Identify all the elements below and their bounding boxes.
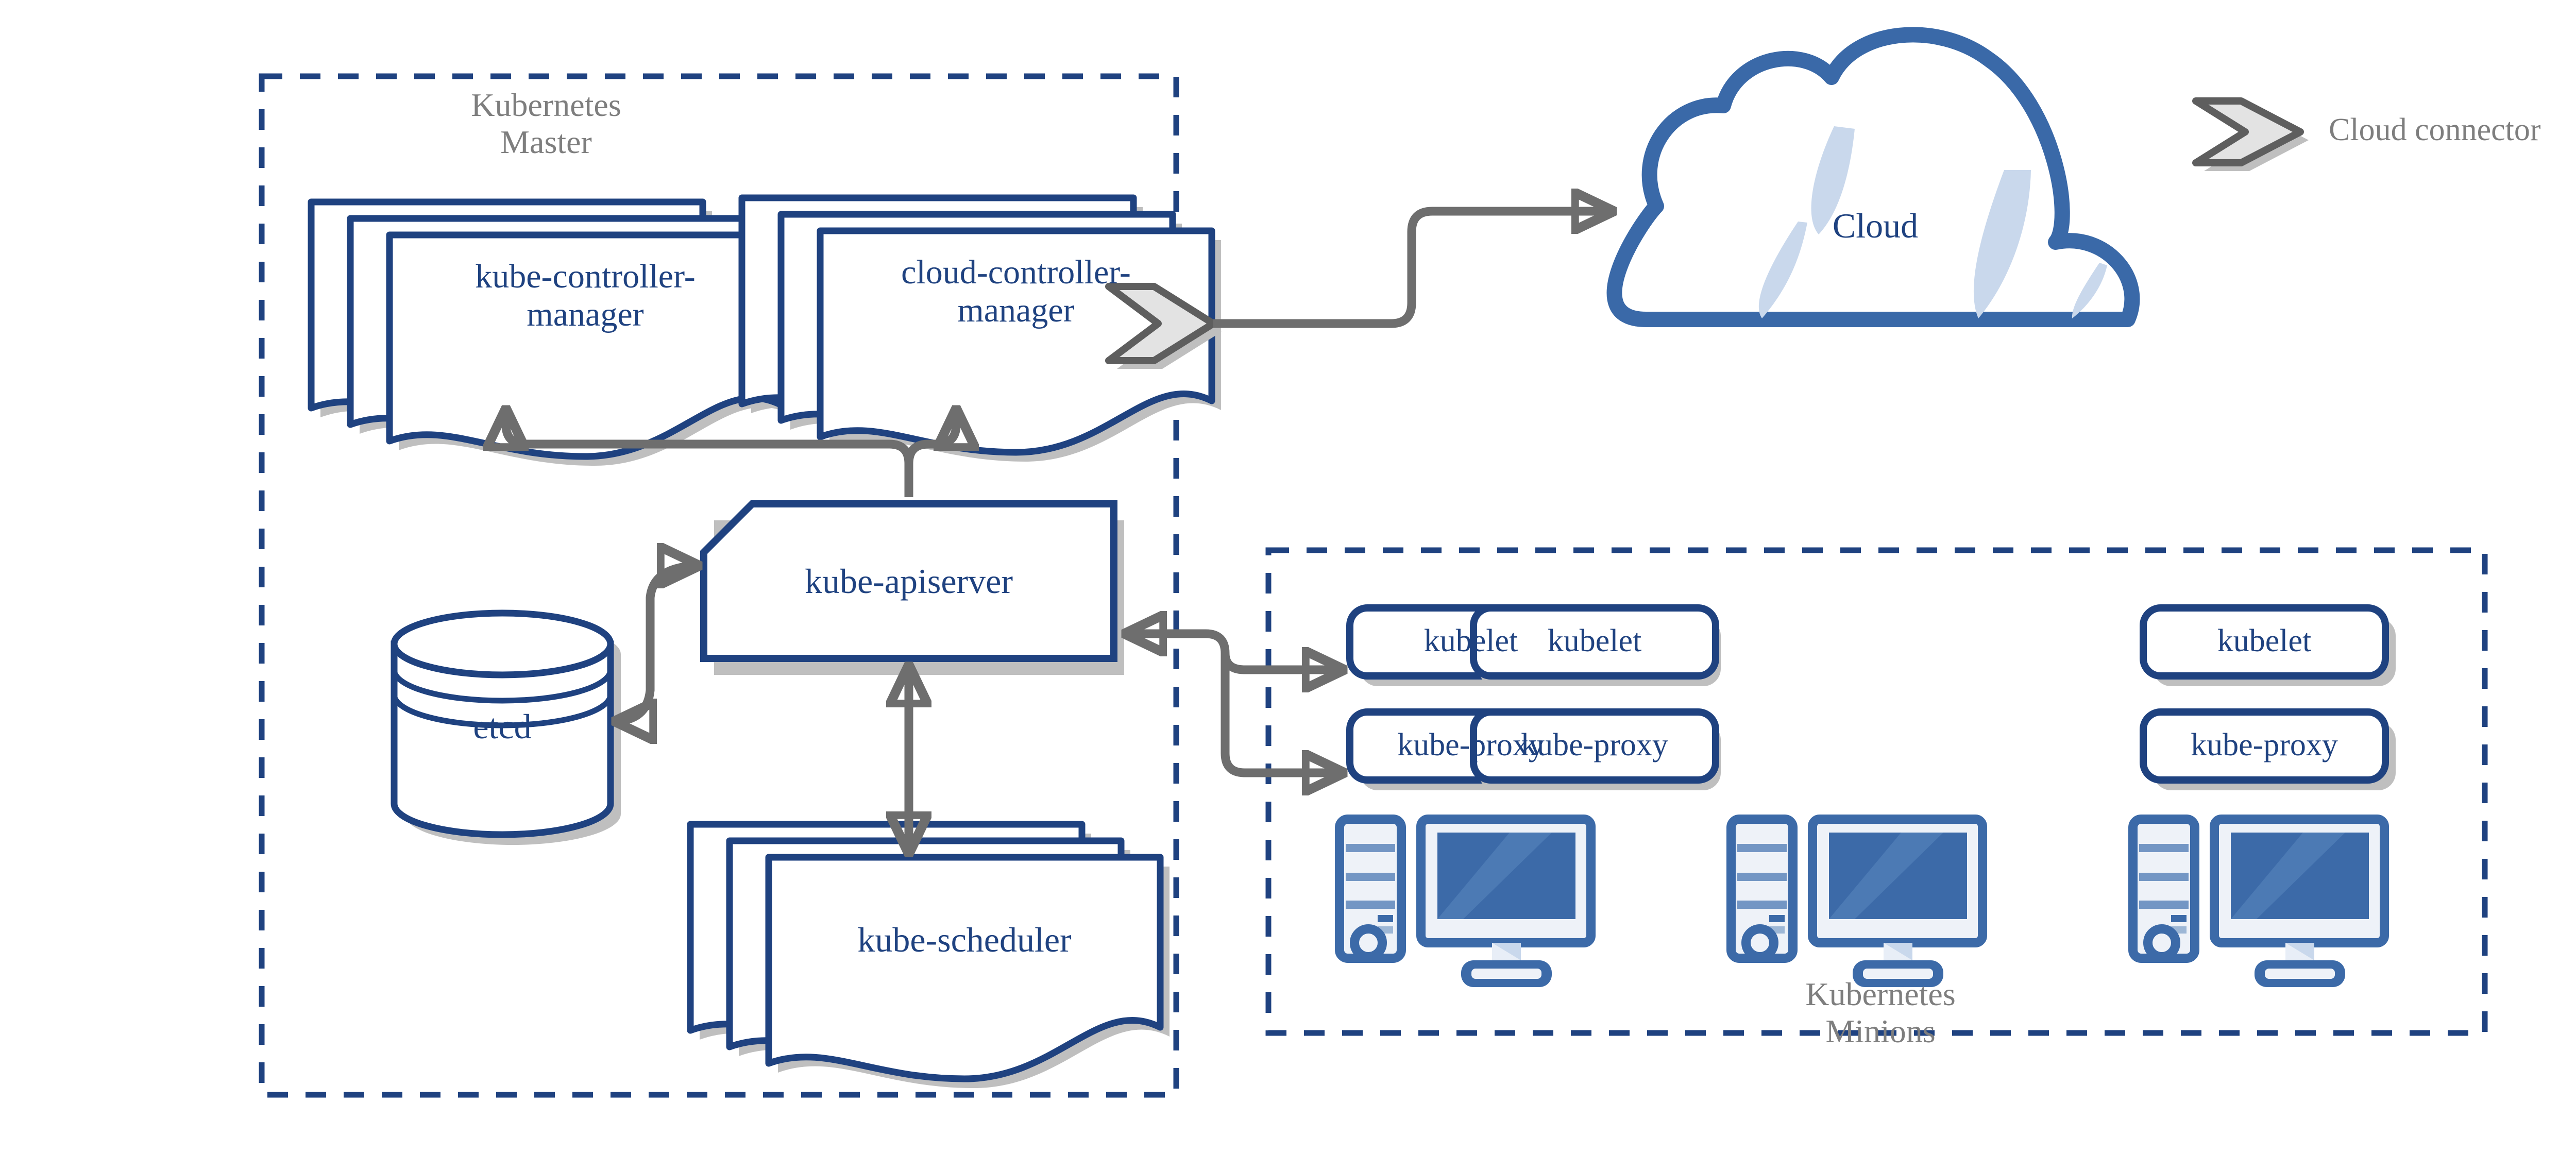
legend-label: Cloud connector	[2329, 112, 2541, 147]
kubernetes-master-group-box	[259, 73, 1179, 1098]
kubernetes-master-label: Kubernetes Master	[471, 87, 621, 160]
minion-3[interactable]	[2128, 604, 2396, 987]
kubelet-pill[interactable]	[1470, 604, 1719, 680]
computer-icon	[1335, 815, 1596, 987]
minion-3-kube-proxy-label: kube-proxy	[2191, 727, 2338, 762]
arrow-branch-down	[1221, 653, 1346, 773]
kube-proxy-pill[interactable]	[2140, 708, 2389, 784]
computer-icon	[1726, 815, 1987, 987]
cloud-controller-manager-label: cloud-controller- manager	[901, 253, 1131, 329]
arrow-apiserver-to-ccm	[904, 407, 956, 484]
kube-apiserver-label: kube-apiserver	[804, 562, 1013, 601]
minion-2-kube-proxy-label: kube-proxy	[1521, 727, 1668, 762]
arrow-ccm-to-cloud	[1213, 211, 1615, 328]
kube-apiserver-node[interactable]	[700, 500, 1117, 662]
kubelet-pill[interactable]	[2140, 604, 2389, 680]
etcd-label: etcd	[473, 707, 532, 746]
cloud-highlight	[1758, 126, 2107, 318]
cloud-connector-icon	[2192, 97, 2309, 171]
etcd-node[interactable]	[391, 609, 614, 838]
arrow-apiserver-from-minions	[1123, 634, 1230, 653]
cloud-label: Cloud	[1832, 206, 1919, 245]
kube-proxy-pill[interactable]	[1470, 708, 1719, 784]
kube-scheduler-label: kube-scheduler	[857, 920, 1072, 959]
minion-2-kubelet-label: kubelet	[1547, 623, 1642, 658]
arrow-to-kubelet	[1221, 653, 1346, 670]
minion-3-kubelet-label: kubelet	[2217, 623, 2312, 658]
connector-arrows	[506, 211, 1615, 855]
minion-2[interactable]	[1470, 604, 1987, 987]
cloud-connector-icon-inline	[1105, 283, 1222, 369]
computer-icon	[2128, 815, 2389, 987]
kubernetes-minions-label: Kubernetes Minions	[1805, 976, 1956, 1049]
arrow-apiserver-to-etcd	[613, 566, 701, 721]
kube-controller-manager-label: kube-controller- manager	[475, 258, 696, 333]
kubernetes-minions-group-box	[1265, 547, 2488, 1036]
cloud-node[interactable]	[1606, 27, 2140, 327]
minion-1-kubelet-label: kubelet	[1423, 623, 1518, 658]
minion-1-kube-proxy-label: kube-proxy	[1397, 727, 1545, 762]
